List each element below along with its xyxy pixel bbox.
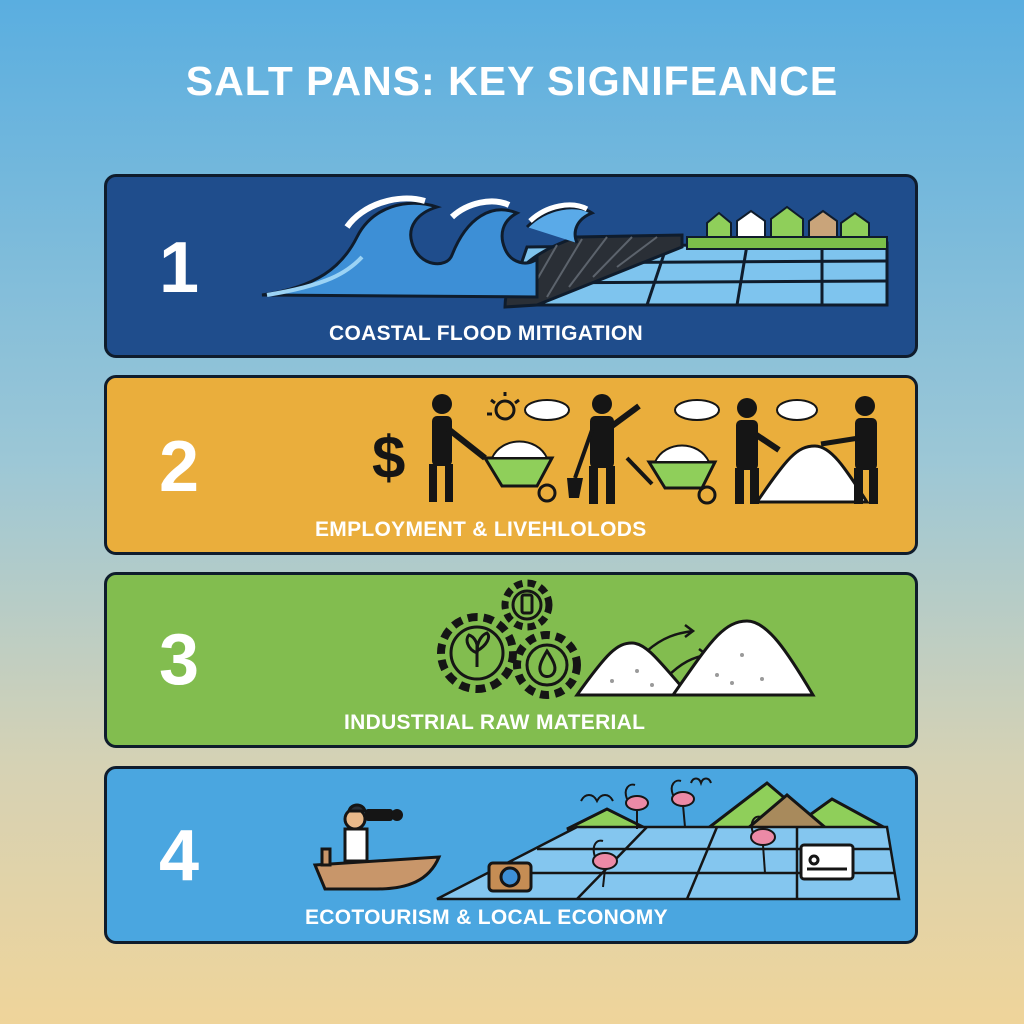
- gear-bottle-icon: [501, 579, 553, 631]
- panel-label: INDUSTRIAL RAW MATERIAL: [344, 711, 646, 734]
- mountains-icon: [566, 781, 888, 831]
- worker-icon: [573, 394, 641, 504]
- village-houses-icon: [686, 205, 888, 250]
- salt-pile-icon: [670, 619, 816, 697]
- employment-illustration: $: [372, 392, 878, 505]
- panel-label: EMPLOYMENT & LIVEHLOLODS: [315, 518, 647, 541]
- cloud-icon: [524, 399, 818, 421]
- panel-coastal-flood-mitigation: 1 COASTAL FLOOD MITIGATION: [104, 174, 918, 358]
- bed-icon: [799, 843, 855, 881]
- ecotourism-illustration: [312, 777, 901, 901]
- boat-icon: [312, 847, 442, 891]
- panel-ecotourism: 4 ECOTOURISM & LOCAL ECONOMY: [104, 766, 918, 944]
- panel-number: 3: [159, 620, 200, 700]
- wheelbarrow-icon: [625, 444, 718, 505]
- industrial-illustration: [437, 579, 816, 699]
- binoculars-icon: [365, 809, 403, 821]
- page-title: SALT PANS: KEY SIGNIFEANCE: [185, 58, 839, 104]
- panel-label: ECOTOURISM & LOCAL ECONOMY: [305, 906, 668, 929]
- panel-employment-livelihoods: $: [104, 375, 918, 555]
- tidal-wave-icon: [261, 195, 596, 299]
- panel-label: COASTAL FLOOD MITIGATION: [329, 322, 644, 345]
- panel-number: 2: [159, 427, 200, 507]
- wheelbarrow-icon: [482, 440, 557, 503]
- flamingo-icon: [592, 779, 776, 888]
- worker-icon: [429, 394, 487, 502]
- tourist-icon: [343, 803, 369, 863]
- gear-drop-icon: [513, 631, 581, 699]
- panel-number: 4: [159, 816, 200, 896]
- salt-pile-icon: [574, 641, 693, 697]
- gear-leaf-icon: [437, 613, 517, 693]
- worker-icon: [820, 396, 878, 504]
- panel-industrial-raw-material: 3 INDUSTRIAL RAW MATERIAL: [104, 572, 918, 748]
- bird-icon: [580, 777, 712, 804]
- dollar-icon: $: [372, 424, 405, 491]
- worker-icon: [735, 398, 781, 504]
- flood-mitigation-illustration: [261, 195, 889, 309]
- shovel-icon: [567, 478, 583, 498]
- salt-pile-icon: [754, 444, 870, 504]
- panel-number: 1: [159, 228, 200, 308]
- camera-icon: [487, 861, 533, 893]
- sun-icon: [487, 392, 520, 421]
